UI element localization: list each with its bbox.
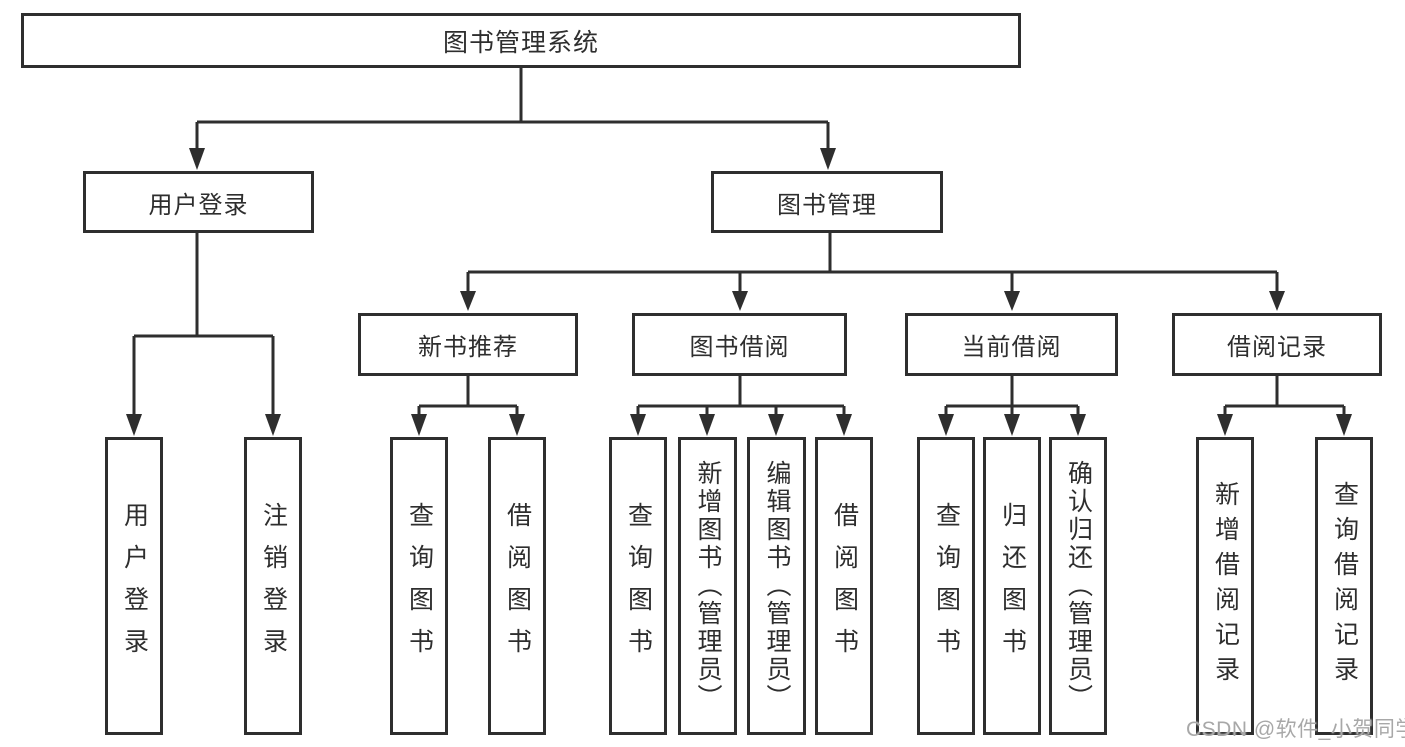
leaf-query-borrow-record: 查询借阅记录 (1315, 437, 1373, 735)
node-label: 图书借阅 (689, 334, 790, 361)
leaf-add-borrow-record: 新增借阅记录 (1196, 437, 1254, 735)
leaf-logout: 注销登录 (244, 437, 302, 735)
leaf-query-books-current: 查询图书 (917, 437, 975, 735)
leaf-label: 注销登录 (259, 502, 288, 670)
leaf-confirm-return-admin: 确认归还（管理员） (1049, 437, 1107, 735)
node-label: 新书推荐 (418, 334, 518, 361)
leaf-label: 查询借阅记录 (1330, 481, 1359, 691)
leaf-query-books-recommend: 查询图书 (390, 437, 448, 735)
node-book-borrowing: 图书借阅 (632, 313, 847, 376)
leaf-add-book-admin: 新增图书（管理员） (678, 437, 737, 735)
node-borrowing-records: 借阅记录 (1172, 313, 1382, 376)
leaf-label: 用户登录 (120, 502, 149, 670)
node-label: 图书管理 (777, 191, 877, 219)
node-new-book-recommendation: 新书推荐 (358, 313, 578, 376)
leaf-label: 借阅图书 (503, 502, 532, 670)
leaf-borrow-books-borrowing: 借阅图书 (815, 437, 873, 735)
leaf-query-books-borrowing: 查询图书 (609, 437, 667, 735)
leaf-label: 查询图书 (405, 502, 434, 670)
node-label: 图书管理系统 (442, 28, 599, 57)
node-library-system: 图书管理系统 (21, 13, 1021, 68)
leaf-label: 查询图书 (932, 502, 961, 670)
leaf-edit-book-admin: 编辑图书（管理员） (747, 437, 806, 735)
node-current-borrowing: 当前借阅 (905, 313, 1118, 376)
leaf-borrow-books-recommend: 借阅图书 (488, 437, 546, 735)
leaf-label: 编辑图书（管理员） (763, 460, 791, 712)
leaf-label: 新增借阅记录 (1211, 481, 1240, 691)
leaf-label: 查询图书 (624, 502, 653, 670)
watermark: CSDN @软件_小贺同学 (1186, 718, 1405, 741)
leaf-label: 借阅图书 (830, 502, 859, 670)
leaf-return-books: 归还图书 (983, 437, 1041, 735)
node-label: 用户登录 (148, 191, 249, 219)
leaf-label: 归还图书 (998, 502, 1027, 670)
leaf-user-login: 用户登录 (105, 437, 163, 735)
leaf-label: 新增图书（管理员） (694, 460, 722, 712)
node-label: 借阅记录 (1227, 334, 1327, 361)
node-user-login: 用户登录 (83, 171, 314, 233)
node-label: 当前借阅 (961, 334, 1062, 361)
leaf-label: 确认归还（管理员） (1064, 460, 1093, 712)
node-book-management: 图书管理 (711, 171, 943, 233)
